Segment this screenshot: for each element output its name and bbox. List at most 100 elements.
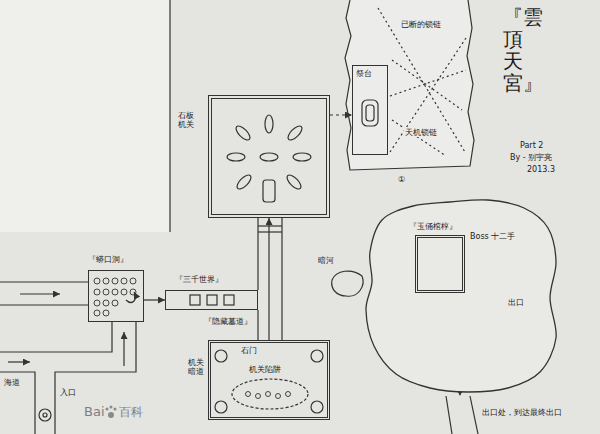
figure-mark xyxy=(286,392,291,397)
curved-arrow xyxy=(126,292,135,302)
gate-hall: 石门机关陷阱 xyxy=(208,340,330,420)
stone-slab xyxy=(265,115,273,133)
cave-outline-path xyxy=(366,200,556,392)
annotation: 暗河 xyxy=(318,256,334,265)
annotation: Boss 十二手 xyxy=(470,232,515,241)
corridor-step xyxy=(258,225,282,226)
pit-circle xyxy=(103,300,109,306)
column-circle xyxy=(215,350,227,362)
figure-mark xyxy=(266,392,271,397)
room-label: 石门 xyxy=(241,346,257,355)
chain-line xyxy=(390,70,466,96)
room-label: 『蟒口洞』 xyxy=(88,255,128,264)
paw-toe xyxy=(114,408,117,411)
watermark-paw xyxy=(106,406,117,419)
panel-edge xyxy=(169,0,170,232)
pit-circles xyxy=(94,278,136,316)
figure-mark xyxy=(256,394,261,399)
room-label: 机关陷阱 xyxy=(249,365,281,374)
pit-circle xyxy=(121,289,127,295)
watermark: 百科 xyxy=(119,406,143,420)
annotation: 已断的锁链 xyxy=(400,20,442,29)
trap-zone xyxy=(232,379,308,409)
stone-slab xyxy=(293,153,311,161)
pillar-square xyxy=(224,295,234,305)
coffin-symbol xyxy=(366,105,374,121)
annotation: 入口 xyxy=(60,388,76,397)
chain-line xyxy=(392,60,462,110)
stone-slab xyxy=(260,153,278,161)
room-label: 『玉俑棺椁』 xyxy=(409,222,457,231)
pit-circle xyxy=(112,278,118,284)
annotation: 2013.3 xyxy=(527,165,555,174)
stone-slab-room: 石板机关 xyxy=(208,95,330,218)
corridor-wall xyxy=(0,281,88,282)
rock-outcrop xyxy=(332,271,363,296)
corridor-wall xyxy=(0,372,35,434)
exit-tunnel xyxy=(470,396,478,434)
paw-pad xyxy=(108,412,114,418)
coffin-chamber: 『玉俑棺椁』 xyxy=(415,235,465,293)
chain-line xyxy=(390,38,466,152)
passage-arrow xyxy=(268,218,269,340)
stone-slab xyxy=(286,124,304,142)
pit-circle xyxy=(94,278,100,284)
figure-mark xyxy=(276,394,281,399)
room-label: 石板机关 xyxy=(178,111,200,129)
column-circle xyxy=(311,350,323,362)
pit-circle xyxy=(103,278,109,284)
pit-circle xyxy=(94,300,100,306)
stone-slab xyxy=(235,173,253,191)
room-label: ① xyxy=(398,175,405,184)
passage-arrow xyxy=(144,299,165,300)
direction-arrow xyxy=(123,332,124,366)
exit-tunnel xyxy=(446,396,452,434)
annotation: Part 2 xyxy=(520,141,543,150)
annotation: By - 别宇亮 xyxy=(510,153,552,162)
map-title: 『雲頂天宮』 xyxy=(503,6,523,94)
annotation: 天机锁链 xyxy=(404,128,438,137)
corridor-wall xyxy=(0,304,88,305)
pit-circle xyxy=(121,278,127,284)
stone-slab xyxy=(285,173,303,191)
annotation: 出口 xyxy=(508,298,524,307)
column-circle xyxy=(215,401,227,413)
corridor-step xyxy=(258,231,282,232)
pit-circle xyxy=(112,289,118,295)
figure-mark xyxy=(246,392,251,397)
paper-panel xyxy=(0,0,170,232)
column-circle xyxy=(311,401,323,413)
cave-region: ①『玉俑棺椁』 xyxy=(358,190,562,398)
paw-toe xyxy=(110,406,113,409)
corridor-wall xyxy=(257,310,258,340)
pillar-square xyxy=(207,295,217,305)
pit-circle xyxy=(112,300,118,306)
shaft-symbol xyxy=(43,413,47,417)
corridor-wall xyxy=(0,322,112,352)
pit-room: 『蟒口洞』 xyxy=(88,270,144,322)
watermark: Bai xyxy=(84,405,105,420)
coffin-symbol xyxy=(362,100,378,126)
chain-line xyxy=(378,8,465,152)
chain-group xyxy=(378,8,466,156)
pit-circle xyxy=(130,278,136,284)
corridor-wall xyxy=(257,218,258,290)
pit-circle xyxy=(103,289,109,295)
pit-circle xyxy=(103,310,109,316)
annotation: 海道 xyxy=(4,378,20,387)
pillar-square xyxy=(190,295,200,305)
passage-arrow xyxy=(330,114,352,115)
cave-outline xyxy=(358,190,562,398)
stone-slab xyxy=(234,124,252,142)
passage-stub xyxy=(263,180,275,202)
pit-circle xyxy=(94,310,100,316)
stone-slab xyxy=(227,153,245,161)
paw-toe xyxy=(106,408,109,411)
direction-arrow xyxy=(20,293,60,294)
room-label: 『三千世界』 xyxy=(175,275,223,284)
annotation: 『隐藏墓道』 xyxy=(204,317,252,326)
room-label: 祭台 xyxy=(356,69,372,78)
figure-row xyxy=(246,392,291,399)
